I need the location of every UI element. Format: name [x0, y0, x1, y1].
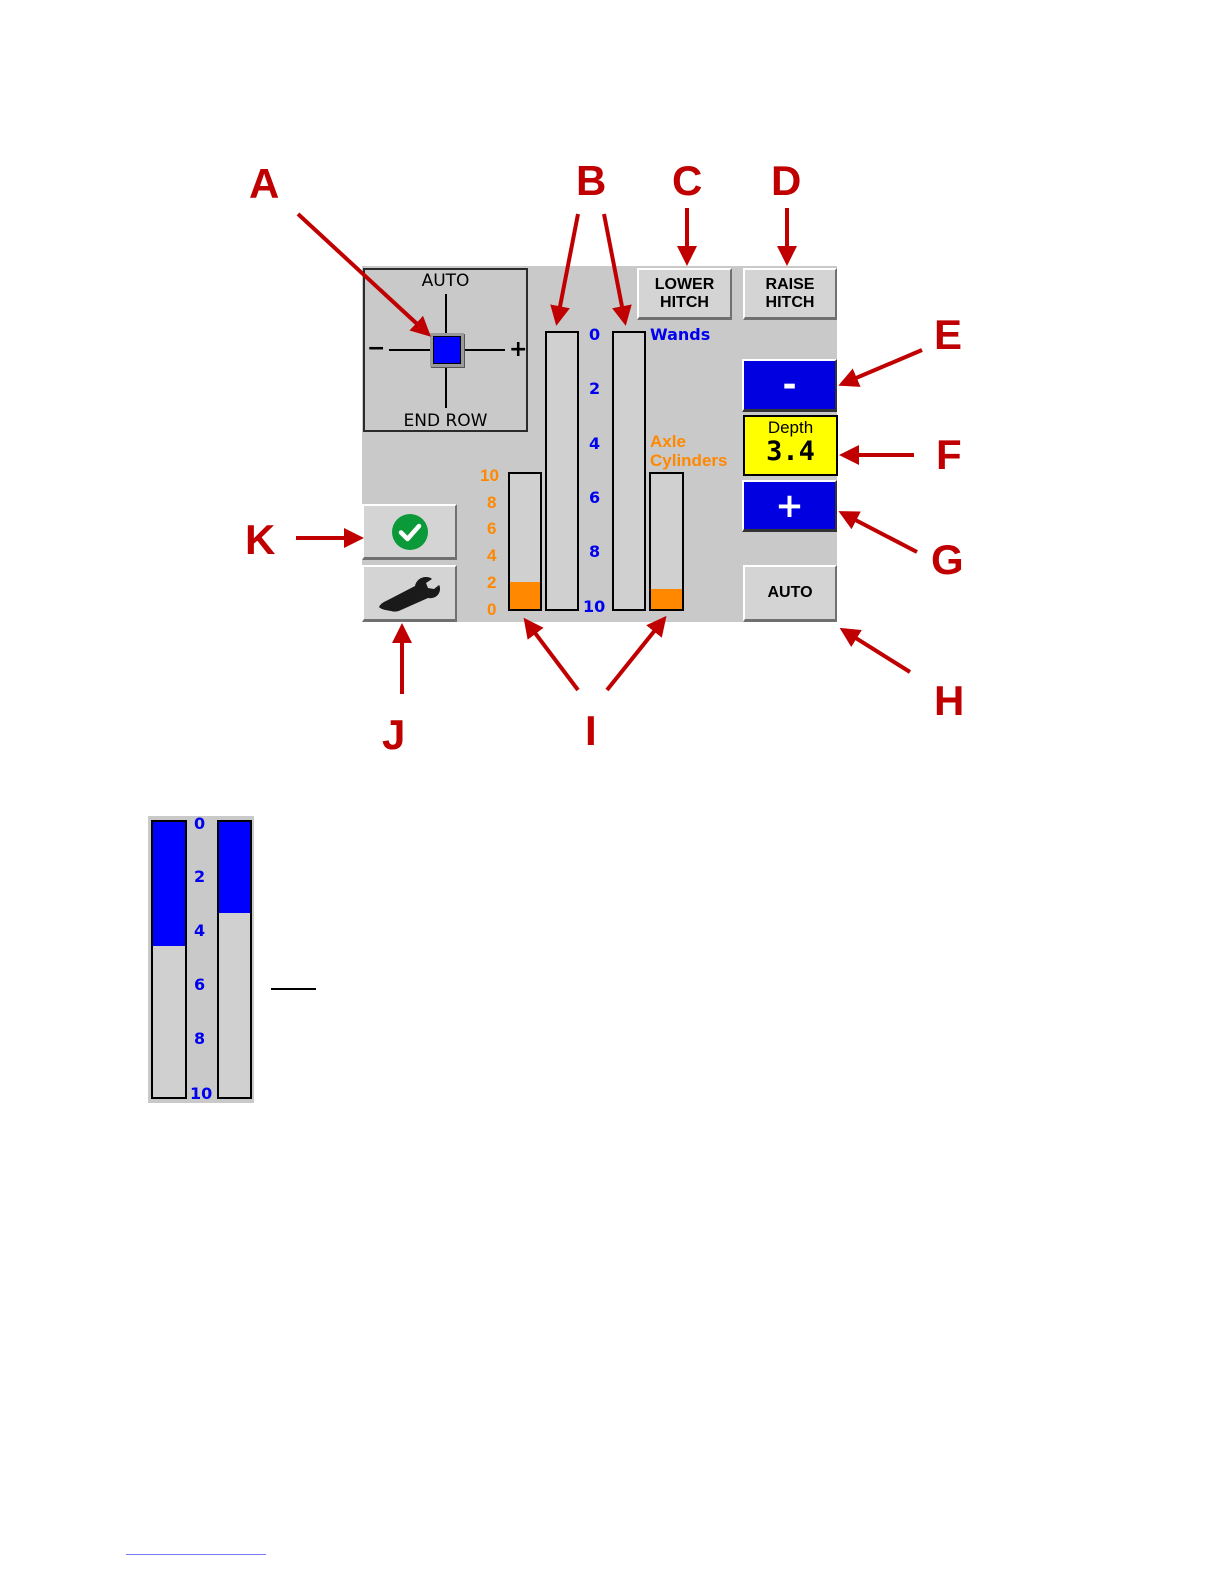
callout-b: B [576, 160, 606, 202]
arrow-h [843, 630, 910, 672]
callout-i: I [585, 710, 597, 752]
detail-wand-gauge-right [217, 820, 252, 1099]
detail-tick: 2 [194, 869, 205, 885]
callout-c: C [672, 160, 702, 202]
arrow-e [842, 350, 922, 384]
callout-d: D [771, 160, 801, 202]
arrow-b1 [557, 214, 578, 322]
arrow-a [298, 214, 428, 334]
callout-h: H [934, 680, 964, 722]
detail-tick: 0 [194, 816, 205, 832]
callout-e: E [934, 314, 962, 356]
gauge-fill [219, 822, 250, 913]
callout-j: J [382, 714, 405, 756]
detail-wand-gauge-left [151, 820, 187, 1099]
arrow-g [842, 513, 917, 552]
callout-g: G [931, 539, 964, 581]
callout-a: A [249, 163, 279, 205]
detail-tick: 8 [194, 1031, 205, 1047]
arrow-b2 [604, 214, 625, 322]
arrow-i2 [607, 619, 664, 690]
callout-k: K [245, 519, 275, 561]
detail-pointer-line [271, 988, 316, 990]
gauge-fill [153, 822, 185, 946]
footnote-separator [126, 1554, 266, 1555]
callout-arrows [0, 0, 1225, 760]
callout-f: F [936, 434, 962, 476]
detail-tick: 10 [190, 1086, 212, 1102]
detail-tick: 4 [194, 923, 205, 939]
detail-tick: 6 [194, 977, 205, 993]
arrow-i1 [526, 621, 578, 690]
